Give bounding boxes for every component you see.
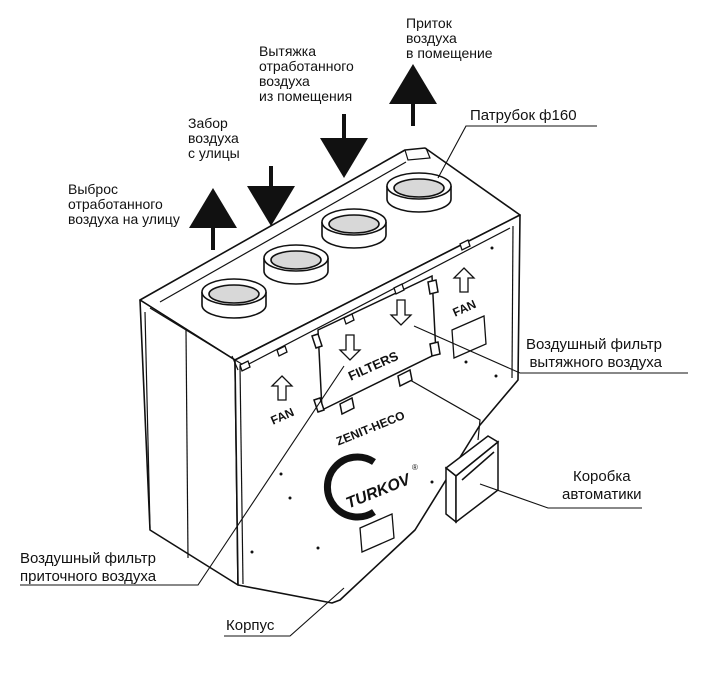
fan-marking-left [270,375,294,401]
label-line: Воздушный фильтр [20,550,156,567]
label-line: отработанного [68,196,163,212]
label-exhaust-outdoor: Выброс отработанного воздуха на улицу [68,182,180,227]
label-line: Забор [188,115,228,131]
label-duct: Патрубок ф160 [470,108,577,123]
spigot-extract [321,208,387,249]
label-line: Коробка [572,468,631,485]
label-supply-filter: Воздушный фильтр приточного воздуха [20,550,156,586]
label-line: воздуха на улицу [68,211,180,227]
label-line: в помещение [406,45,493,61]
label-line: Корпус [226,617,275,634]
label-line: Выброс [68,181,118,197]
label-line: приточного воздуха [20,568,157,585]
fan-marking-right [452,267,476,293]
label-line: Воздушный фильтр [526,336,662,353]
label-line: воздуха [259,73,310,89]
brand-registered-mark: ® [412,463,418,472]
label-line: воздуха [188,130,239,146]
duct-spigots [201,172,452,319]
label-line: Вытяжка [259,43,316,59]
label-line: отработанного [259,58,354,74]
label-line: из помещения [259,88,353,104]
label-intake-outdoor: Забор воздуха с улицы [188,116,240,161]
label-line: воздуха [406,30,457,46]
label-line: Патрубок ф160 [470,107,577,124]
leader-lines [20,125,688,637]
housing-front-face [234,214,521,604]
label-control-box: Коробка автоматики [562,468,642,504]
filter-panel [311,274,441,416]
spigot-supply [386,172,452,213]
label-line: вытяжного воздуха [529,354,662,371]
label-housing: Корпус [226,618,274,633]
label-extract-filter: Воздушный фильтр вытяжного воздуха [526,336,662,372]
label-line: автоматики [562,486,642,503]
label-supply-room: Приток воздуха в помещение [406,16,493,61]
spigot-exhaust [201,278,267,319]
label-line: Приток [406,15,452,31]
front-window-bottom [359,513,395,553]
spigot-intake [263,244,329,285]
fan-window-right [451,315,487,359]
label-line: с улицы [188,145,240,161]
airflow-arrows [189,64,437,250]
label-extract-room: Вытяжка отработанного воздуха из помещен… [259,44,354,104]
